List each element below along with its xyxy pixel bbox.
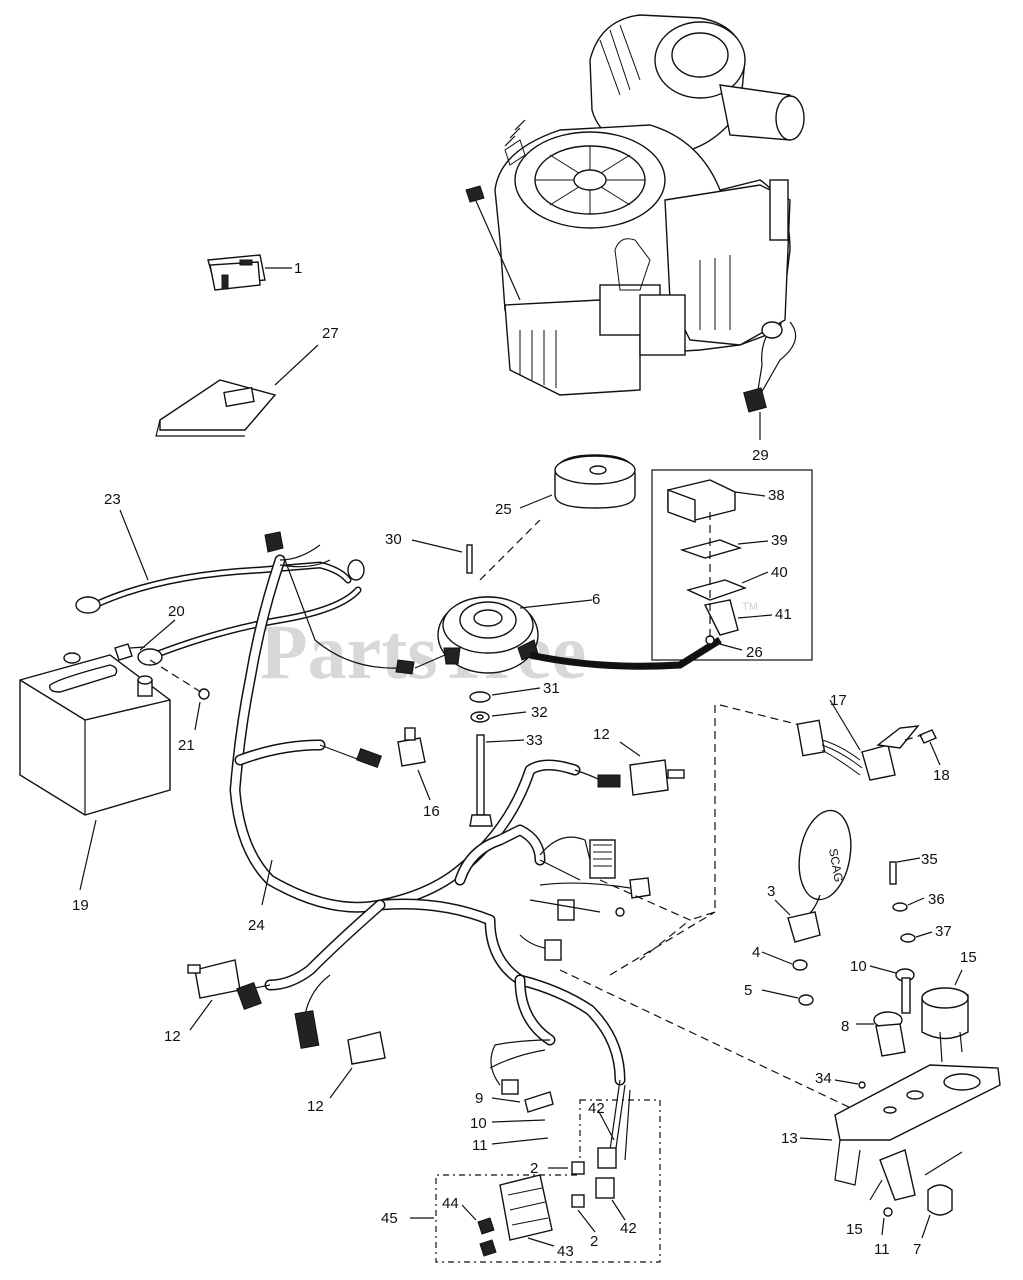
part-24-wiring-harness[interactable] <box>229 531 626 1086</box>
label-15-bottom: 15 <box>846 1221 863 1238</box>
label-13: 13 <box>781 1130 798 1147</box>
label-2-top: 2 <box>530 1160 538 1177</box>
label-12-bottom: 12 <box>307 1098 324 1115</box>
label-43: 43 <box>557 1243 574 1260</box>
label-15-right: 15 <box>960 949 977 966</box>
positive-cable[interactable] <box>137 559 365 666</box>
label-2-bottom: 2 <box>590 1233 598 1250</box>
part-31-33-bolt-stack[interactable] <box>469 687 541 827</box>
part-12-switch-top[interactable] <box>574 741 685 796</box>
leader-dash-17 <box>689 705 716 921</box>
center-connectors[interactable] <box>519 836 651 961</box>
label-29: 29 <box>752 447 769 464</box>
label-34: 34 <box>815 1070 832 1087</box>
part-12-switch-bottom[interactable] <box>294 974 386 1099</box>
label-35: 35 <box>921 851 938 868</box>
label-12-top: 12 <box>593 726 610 743</box>
label-4: 4 <box>752 944 760 961</box>
callout-labels: 1 27 29 23 25 30 38 39 40 41 26 6 20 21 … <box>72 260 977 1260</box>
part-1-switch[interactable] <box>207 254 292 291</box>
label-6: 6 <box>592 591 600 608</box>
part-30-key[interactable] <box>411 539 473 574</box>
part-12-switch-left[interactable] <box>187 959 271 1031</box>
label-37: 37 <box>935 923 952 940</box>
engine[interactable] <box>465 14 805 396</box>
label-21: 21 <box>178 737 195 754</box>
label-42-bottom: 42 <box>620 1220 637 1237</box>
part-27-bracket[interactable] <box>155 344 319 437</box>
clutch-wire <box>529 637 722 670</box>
part-13-dash-panel[interactable] <box>799 1064 1001 1239</box>
label-9: 9 <box>475 1090 483 1107</box>
label-18: 18 <box>933 767 950 784</box>
part-29-connector[interactable] <box>743 321 797 440</box>
label-17: 17 <box>830 692 847 709</box>
label-32: 32 <box>531 704 548 721</box>
part-35-37-fasteners[interactable] <box>889 857 933 943</box>
label-33: 33 <box>526 732 543 749</box>
label-30: 30 <box>385 531 402 548</box>
label-36: 36 <box>928 891 945 908</box>
label-38: 38 <box>768 487 785 504</box>
part-9-11-lower[interactable] <box>489 1039 554 1145</box>
scag-logo-text: SCAG <box>826 847 846 883</box>
clutch-bracket-inset[interactable] <box>651 469 813 661</box>
leader-dash-d <box>719 704 801 726</box>
part-3-ignition-key[interactable]: SCAG <box>774 806 857 943</box>
label-16: 16 <box>423 803 440 820</box>
label-1: 1 <box>294 260 302 277</box>
part-45-inset[interactable] <box>410 1079 661 1263</box>
label-20: 20 <box>168 603 185 620</box>
label-23: 23 <box>104 491 121 508</box>
part-25-pulley[interactable] <box>519 454 636 509</box>
part-23-battery-cable[interactable] <box>75 509 352 614</box>
part-6-pto-clutch[interactable] <box>437 519 593 674</box>
part-18-screw[interactable] <box>904 729 941 766</box>
label-27: 27 <box>322 325 339 342</box>
watermark-tm: TM <box>742 601 758 613</box>
label-26: 26 <box>746 644 763 661</box>
label-5: 5 <box>744 982 752 999</box>
part-20-bolt[interactable] <box>114 619 176 661</box>
part-21-nut[interactable] <box>149 659 210 731</box>
label-40: 40 <box>771 564 788 581</box>
label-11-bottom: 11 <box>874 1241 890 1258</box>
label-12-left: 12 <box>164 1028 181 1045</box>
label-11-lower: 11 <box>472 1137 488 1154</box>
label-44: 44 <box>442 1195 459 1212</box>
label-8: 8 <box>841 1018 849 1035</box>
label-42-top: 42 <box>588 1100 605 1117</box>
label-10-right: 10 <box>850 958 867 975</box>
label-3: 3 <box>767 883 775 900</box>
label-19: 19 <box>72 897 89 914</box>
part-4-5-nut-washer[interactable] <box>761 951 814 1006</box>
leader-dash-a <box>609 911 716 976</box>
part-19-battery[interactable] <box>19 652 171 891</box>
label-45: 45 <box>381 1210 398 1227</box>
leader-dash-b <box>599 879 692 961</box>
label-24: 24 <box>248 917 265 934</box>
label-39: 39 <box>771 532 788 549</box>
part-17-regulator[interactable] <box>796 699 920 781</box>
label-31: 31 <box>543 680 560 697</box>
label-7: 7 <box>913 1241 921 1258</box>
part-10-15-8-switches[interactable] <box>856 965 969 1063</box>
label-25: 25 <box>495 501 512 518</box>
label-41: 41 <box>775 606 792 623</box>
part-16-switch[interactable] <box>319 727 431 801</box>
label-10-lower: 10 <box>470 1115 487 1132</box>
leader-dash-c <box>559 969 856 1111</box>
